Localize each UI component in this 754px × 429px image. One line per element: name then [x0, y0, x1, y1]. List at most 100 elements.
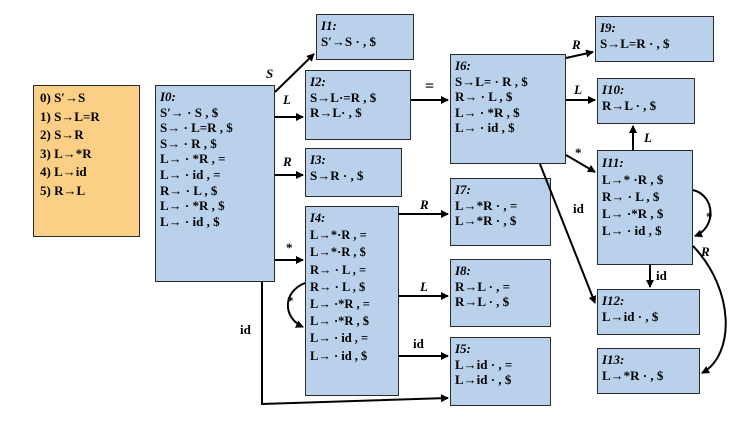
edge-label-l: L	[420, 279, 428, 294]
edge-label-r: R	[283, 154, 292, 169]
edge-i0-id-i5	[261, 282, 449, 406]
grammar-rule-4: 4) L→id	[40, 164, 87, 179]
state-item: R→ · L , $	[160, 182, 218, 198]
state-item: L→*·R , $	[310, 245, 366, 260]
state-item: R→L · , $	[602, 97, 657, 113]
edge-label-id: id	[656, 268, 667, 283]
state-item: L→ ·*R , $	[602, 206, 664, 221]
state-item: S→ · L=R , $	[160, 120, 233, 136]
state-item: L→ · id , $	[160, 213, 220, 229]
edge-label-s: S	[266, 66, 274, 81]
grammar-rule-1: 1) S→L=R	[40, 108, 100, 124]
state-item: S′→ · S , $	[160, 104, 219, 120]
state-i8: I8: R→L · , = R→L · , $	[450, 259, 551, 327]
state-i11: I11: L→* ·R , $ R→ · L , $ L→ ·*R , $ L→…	[597, 150, 693, 265]
state-item: R→ · L , $	[455, 89, 513, 105]
state-title: I7:	[455, 182, 471, 197]
edge-label-r: R	[701, 244, 710, 259]
state-item: S′→S · , $	[321, 33, 376, 49]
state-title: I3:	[310, 152, 326, 167]
state-item: L→ ·*R , $	[310, 314, 370, 329]
edge-i6-id-i12	[539, 163, 597, 304]
state-i4: I4: L→*·R , = L→*·R , $ R→ · L , = R→ · …	[305, 206, 399, 396]
state-item: R→ · L , $	[310, 279, 366, 294]
state-title: I8:	[455, 263, 471, 278]
state-i7: I7: L→*R · , = L→*R · , $	[450, 178, 551, 246]
edge-label-r: R	[420, 197, 429, 212]
state-item: L→* ·R , $	[602, 172, 664, 187]
state-i5: I5: L→id · , = L→id · , $	[450, 337, 551, 406]
state-title: I12:	[602, 293, 625, 308]
state-item: L→ ·*R , =	[310, 297, 370, 312]
state-item: L→id · , $	[602, 308, 659, 324]
state-item: L→ · id , $	[455, 120, 515, 136]
edge-i11-r-i13	[692, 245, 727, 374]
state-item: L→ · *R , $	[160, 198, 225, 214]
grammar-rule-2: 2) S→R	[40, 127, 84, 142]
state-item: R→ · L , $	[602, 189, 660, 204]
edge-i11-star-self	[692, 189, 712, 238]
state-item: L→*R · , =	[455, 197, 518, 213]
edge-label-l: L	[644, 130, 652, 145]
state-i12: I12: L→id · , $	[597, 289, 700, 335]
edge-i6-r-i9	[565, 49, 594, 59]
state-item: L→*R · , $	[455, 213, 517, 229]
grammar-rule-3: 3) L→*R	[40, 145, 92, 161]
state-item: S→R · , $	[310, 167, 364, 183]
edge-i6-star-i11	[565, 154, 596, 173]
state-title: I5:	[455, 341, 471, 356]
state-i6: I6: S→L= · R , $ R→ · L , $ L→ · *R , $ …	[450, 54, 566, 164]
state-item: L→*R · , $	[602, 367, 664, 383]
edge-label-l: L	[574, 82, 582, 97]
state-item: R→L · , $	[455, 294, 510, 310]
state-title: I4:	[310, 211, 326, 225]
state-i13: I13: L→*R · , $	[597, 348, 700, 394]
state-i0: I0: S′→ · S , $ S→ · L=R , $ S→ · R , $ …	[155, 85, 275, 282]
state-item: L→ · id , $	[310, 348, 368, 363]
state-item: L→ · id , =	[160, 166, 221, 182]
state-item: S→ · R , $	[160, 135, 217, 151]
state-i2: I2: S→L·=R , $ R→L· , $	[305, 70, 411, 140]
state-title: I11:	[602, 155, 624, 170]
edge-i0-s-i1	[274, 53, 315, 93]
state-title: I9:	[600, 20, 616, 35]
edge-label-l: L	[283, 92, 291, 107]
state-title: I2:	[310, 74, 326, 89]
state-item: R→L· , $	[310, 105, 362, 121]
state-item: S→L·=R , $	[310, 89, 377, 105]
state-item: L→ · *R , $	[455, 104, 520, 120]
edge-label-star: *	[575, 145, 582, 160]
state-i3: I3: S→R · , $	[305, 148, 402, 197]
grammar-box: 0) S′→S 1) S→L=R 2) S→R 3) L→*R 4) L→id …	[33, 85, 140, 237]
grammar-rule-5: 5) R→L	[40, 182, 86, 198]
state-i10: I10: R→L · , $	[597, 78, 695, 124]
state-i1: I1: S′→S · , $	[316, 14, 414, 60]
state-title: I0:	[160, 89, 176, 104]
edge-label-eq: =	[425, 78, 435, 95]
edge-label-star: *	[286, 240, 293, 255]
edge-label-star: *	[706, 209, 713, 224]
edge-label-id: id	[240, 322, 251, 337]
state-item: S→L= · R , $	[455, 73, 528, 89]
state-i9: I9: S→L=R · , $	[595, 16, 714, 62]
state-item: R→ · L , =	[310, 262, 367, 277]
state-item: L→*·R , =	[310, 228, 367, 243]
state-title: I1:	[321, 18, 337, 33]
state-title: I6:	[455, 58, 471, 73]
state-item: L→ · id , $	[602, 223, 662, 238]
edge-label-star: *	[287, 293, 294, 308]
state-item: L→id · , $	[455, 372, 512, 388]
state-item: L→ · *R , =	[160, 151, 226, 167]
state-title: I13:	[602, 352, 625, 367]
state-item: S→L=R · , $	[600, 35, 670, 51]
state-item: R→L · , =	[455, 278, 511, 294]
edge-label-id: id	[573, 201, 584, 216]
grammar-rule-0: 0) S′→S	[40, 90, 86, 105]
edge-label-id: id	[413, 336, 424, 351]
state-item: L→id · , =	[455, 356, 513, 372]
state-item: L→ · id , =	[310, 331, 369, 346]
edge-i4-star-self	[287, 282, 306, 328]
state-title: I10:	[602, 82, 625, 97]
edge-label-r: R	[572, 37, 581, 52]
